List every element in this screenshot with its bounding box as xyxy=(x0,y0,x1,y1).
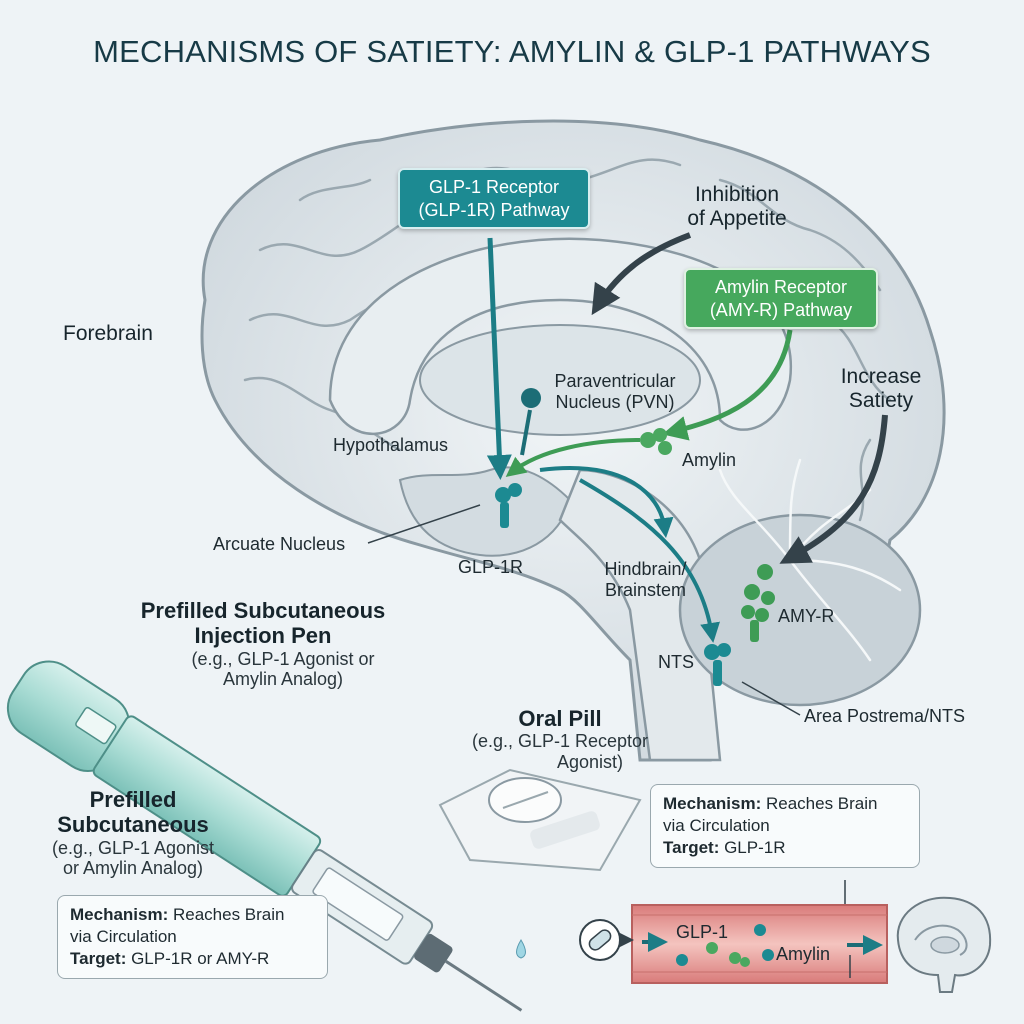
pill-target-label: Target: xyxy=(663,838,720,858)
pen-target-value: GLP-1R or AMY-R xyxy=(126,949,270,969)
pen-heading2-line2: Subcutaneous xyxy=(57,812,209,838)
pen-mechanism-box: Mechanism: Reaches Brain via Circulation… xyxy=(57,895,328,980)
amylin-pathway-arrow xyxy=(662,329,793,441)
amyr-label: AMY-R xyxy=(778,606,835,626)
pill-sub-line1: (e.g., GLP-1 Receptor xyxy=(471,731,649,752)
pill-mechanism-box: Mechanism: Reaches Brain via Circulation… xyxy=(650,784,920,869)
inhibition-arrow xyxy=(591,232,692,316)
arcuate-leader xyxy=(367,504,481,544)
oral-pill-illustration xyxy=(438,768,642,872)
vessel-glp1-label: GLP-1 xyxy=(676,922,729,942)
increase-line2: Satiety xyxy=(848,389,914,413)
pen-mech-value2: via Circulation xyxy=(70,927,177,947)
pen-sub-line1: (e.g., GLP-1 Agonist or xyxy=(191,648,375,669)
injection-droplet xyxy=(516,939,526,959)
pen-heading-block: Prefilled Subcutaneous Injection Pen (e.… xyxy=(128,598,398,690)
pen-heading-line2: Injection Pen xyxy=(194,623,332,649)
pvn-label: Paraventricular Nucleus (PVN) xyxy=(540,371,690,412)
pen-sub2-line2: or Amylin Analog) xyxy=(62,858,204,879)
pen-heading2-line1: Prefilled xyxy=(89,787,177,812)
pvn-line2: Nucleus (PVN) xyxy=(555,391,675,412)
pen-sub-line2: Amylin Analog) xyxy=(222,669,344,690)
glp1-pathway-line2: (GLP-1R) Pathway xyxy=(418,199,570,220)
nts-receptor xyxy=(704,643,731,686)
pen-mech-label: Mechanism: xyxy=(70,905,169,924)
hindbrain-line1: Hindbrain/ xyxy=(604,559,687,579)
injection-pen-illustration xyxy=(6,660,523,1012)
hindbrain-line2: Brainstem xyxy=(604,579,687,600)
pen-mech-value: Reaches Brain xyxy=(168,905,285,924)
glp1-pathway-arrow xyxy=(486,237,512,480)
glp1-pathway-box: GLP-1 Receptor (GLP-1R) Pathway xyxy=(398,168,590,229)
glp1-to-nts-arrow xyxy=(579,478,720,643)
glp1r-receptor xyxy=(495,483,522,528)
satiety-arrow xyxy=(779,414,888,564)
hindbrain-label: Hindbrain/ Brainstem xyxy=(588,559,703,600)
nts-label: NTS xyxy=(658,652,694,672)
mini-brain-icon xyxy=(896,896,992,993)
hypothalamus-label: Hypothalamus xyxy=(333,435,449,455)
blood-vessel-illustration xyxy=(631,904,888,984)
increase-satiety-label: Increase Satiety xyxy=(826,365,936,413)
area-postrema-leader xyxy=(741,681,801,716)
pill-mech-value: Reaches Brain xyxy=(761,794,878,813)
page-title: MECHANISMS OF SATIETY: AMYLIN & GLP-1 PA… xyxy=(93,34,931,69)
inhibition-label: Inhibition of Appetite xyxy=(672,183,802,231)
increase-line1: Increase xyxy=(840,365,922,388)
amylin-to-arcuate-arrow xyxy=(505,438,641,477)
glp1r-label: GLP-1R xyxy=(458,557,524,577)
inhibition-line1: Inhibition xyxy=(694,183,780,206)
inhibition-line2: of Appetite xyxy=(687,207,787,231)
pill-heading-block: Oral Pill (e.g., GLP-1 Receptor Agonist) xyxy=(460,706,660,773)
capsule-icon xyxy=(579,919,634,961)
amylin-molecule xyxy=(640,428,672,455)
area-postrema-label: Area Postrema/NTS xyxy=(804,706,966,726)
vessel-amylin-label: Amylin xyxy=(776,944,831,964)
arcuate-nucleus-label: Arcuate Nucleus xyxy=(213,534,346,554)
pill-target-value: GLP-1R xyxy=(719,838,786,858)
pvn-marker xyxy=(520,388,541,456)
pen-target-label: Target: xyxy=(70,949,127,969)
pill-mech-value2: via Circulation xyxy=(663,816,770,836)
amyr-receptor xyxy=(741,564,775,642)
pill-sub-line2: Agonist) xyxy=(556,751,624,772)
pen-sub2-line1: (e.g., GLP-1 Agonist xyxy=(51,837,215,858)
amylin-pathway-box: Amylin Receptor (AMY-R) Pathway xyxy=(684,268,878,329)
pen-heading2-block: Prefilled Subcutaneous (e.g., GLP-1 Agon… xyxy=(28,787,238,879)
pvn-line1: Paraventricular xyxy=(554,371,676,391)
pill-heading: Oral Pill xyxy=(518,706,602,731)
glp1-pathway-line1: GLP-1 Receptor xyxy=(428,177,560,197)
forebrain-label: Forebrain xyxy=(63,322,153,345)
glp1-to-brainstem-arrow xyxy=(539,466,674,538)
amylin-label: Amylin xyxy=(682,450,737,470)
amylin-pathway-line1: Amylin Receptor xyxy=(714,277,848,297)
amylin-pathway-line2: (AMY-R) Pathway xyxy=(709,299,853,320)
pill-mech-label: Mechanism: xyxy=(663,794,762,813)
pen-heading-line1: Prefilled Subcutaneous xyxy=(140,598,386,623)
